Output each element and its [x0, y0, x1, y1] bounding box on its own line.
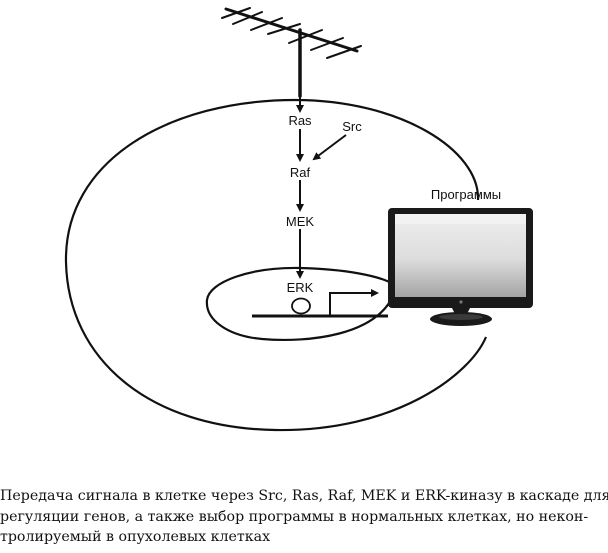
node-ras: Ras	[288, 113, 312, 128]
node-mek: MEK	[286, 214, 315, 229]
cell-outer-loop	[64, 98, 488, 432]
antenna-icon	[221, 7, 362, 98]
signaling-diagram: Ras Src Raf MEK ERK Программы	[64, 7, 533, 432]
erk-protein	[291, 297, 311, 315]
caption-line-3: тролируемый в опухолевых клетках	[0, 529, 271, 545]
tv-monitor-icon	[388, 208, 533, 326]
caption-line-1: Передача сигнала в клетке через Src, Ras…	[0, 488, 608, 504]
arrow-src-to-raf	[312, 134, 347, 161]
nucleus-inner-loop	[205, 266, 394, 342]
tv-programs-label: Программы	[431, 187, 501, 202]
node-src: Src	[342, 119, 362, 134]
node-erk: ERK	[287, 280, 314, 295]
figure-caption: Передача сигнала в клетке через Src, Ras…	[0, 486, 608, 548]
node-raf: Raf	[290, 165, 311, 180]
caption-line-2: регуляции генов, а также выбор программы…	[0, 508, 589, 525]
transcription-arrow	[329, 289, 379, 316]
